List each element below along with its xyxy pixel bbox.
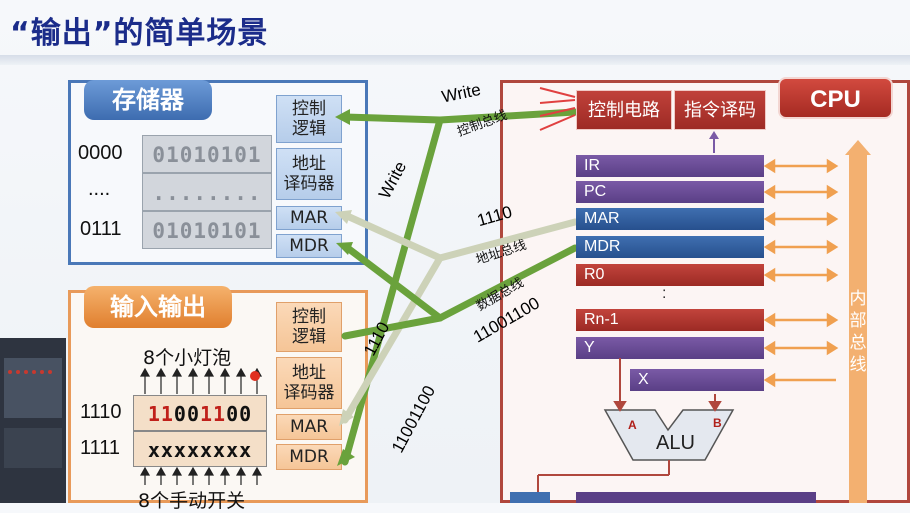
internal-bus-char: 部 xyxy=(849,311,867,331)
register-mdr: MDR xyxy=(576,236,764,258)
internal-bus-char: 线 xyxy=(849,355,867,375)
io-mar: MAR xyxy=(276,414,342,440)
title-divider xyxy=(0,55,910,65)
lamp-bit: 0 xyxy=(173,402,187,426)
io-address-decoder: 地址 译码器 xyxy=(276,357,342,409)
address-bus xyxy=(341,211,579,424)
lamp-bit: 1 xyxy=(160,402,174,426)
lamps-label: 8个小灯泡 xyxy=(143,347,232,369)
cpu-internal-arrows xyxy=(510,140,871,503)
memory-address-0: 0000 xyxy=(78,142,123,164)
lamp-bit: 0 xyxy=(239,402,253,426)
register-x: X xyxy=(630,369,764,391)
io-address-1: 1111 xyxy=(80,437,121,459)
cursor-dot-icon xyxy=(250,371,260,381)
decoder-arrow-icon xyxy=(709,131,719,153)
internal-bus-char: 内 xyxy=(849,289,867,309)
page-title: “输出”的简单场景 xyxy=(10,16,269,51)
memory-cell-1: ........ xyxy=(142,173,272,211)
io-control-logic: 控制 逻辑 xyxy=(276,302,342,352)
lamp-bit: 0 xyxy=(186,402,200,426)
alu-label: ALU xyxy=(656,432,695,454)
control-signal-arrows xyxy=(539,87,576,131)
memory-cell-2: 01010101 xyxy=(142,211,272,249)
data-bus xyxy=(341,242,579,340)
video-thumbnail xyxy=(0,338,66,503)
lamp-arrows xyxy=(139,368,263,394)
lamp-register: 11001100 xyxy=(133,395,267,431)
alu-input-b: B xyxy=(713,416,722,430)
switch-arrows xyxy=(139,467,263,485)
register-r0: R0 xyxy=(576,264,764,286)
memory-mdr: MDR xyxy=(276,234,342,258)
thumbnail-image xyxy=(0,338,66,503)
lamp-bit: 1 xyxy=(213,402,227,426)
alu-shape xyxy=(603,409,735,461)
io-tab: 输入输出 xyxy=(84,286,232,328)
register-ellipsis: : xyxy=(662,285,667,302)
register-mar: MAR xyxy=(576,208,764,230)
io-address-0: 1110 xyxy=(80,401,122,423)
lamp-bit: 0 xyxy=(226,402,240,426)
io-mdr: MDR xyxy=(276,444,342,470)
register-y: Y xyxy=(576,337,764,359)
lamp-bit: 1 xyxy=(200,402,214,426)
internal-bus-label: 内部总线 xyxy=(849,288,867,376)
register-pc: PC xyxy=(576,181,764,203)
lamp-bit: 1 xyxy=(147,402,161,426)
internal-bus-char: 总 xyxy=(849,333,867,353)
alu-input-a: A xyxy=(628,418,637,432)
memory-address-1: .... xyxy=(88,178,111,200)
switch-register: xxxxxxxx xyxy=(133,431,267,467)
register-rn-1: Rn-1 xyxy=(576,309,764,331)
instruction-decoder: 指令译码 xyxy=(674,90,766,130)
memory-address-decoder: 地址 译码器 xyxy=(276,148,342,200)
cpu-tab: CPU xyxy=(778,77,893,119)
memory-mar: MAR xyxy=(276,206,342,230)
memory-address-2: 0111 xyxy=(80,218,122,240)
control-circuit: 控制电路 xyxy=(576,90,672,130)
memory-control-logic: 控制 逻辑 xyxy=(276,95,342,143)
memory-tab: 存储器 xyxy=(84,80,212,120)
register-ir: IR xyxy=(576,155,764,177)
memory-cell-0: 01010101 xyxy=(142,135,272,173)
